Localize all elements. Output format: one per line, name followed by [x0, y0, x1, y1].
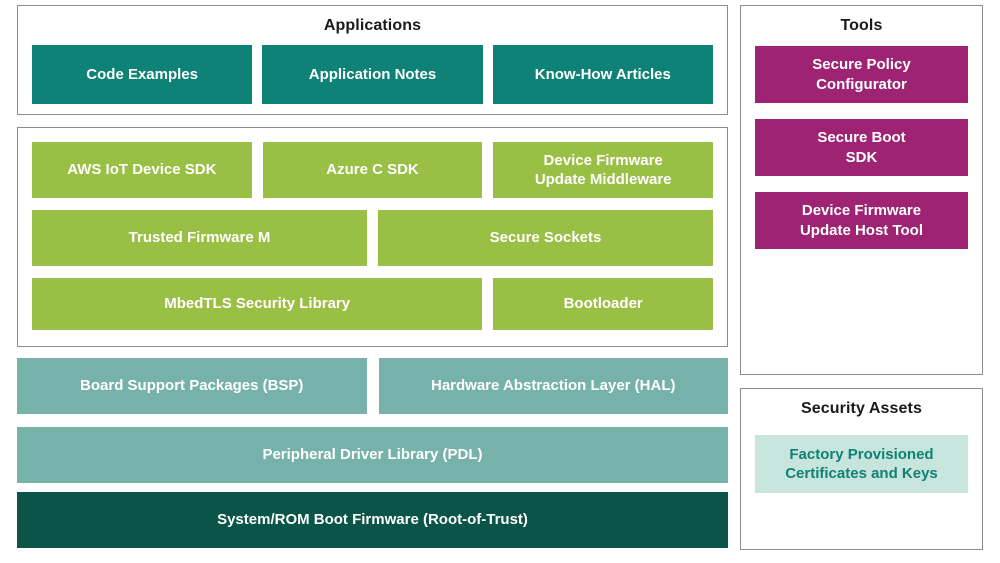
security-assets-title: Security Assets — [801, 400, 922, 417]
block-azure-c-sdk: Azure C SDK — [262, 142, 483, 198]
block-board-support-packages: Board Support Packages (BSP) — [17, 358, 367, 414]
block-know-how-articles: Know-How Articles — [492, 45, 713, 104]
middleware-panel: AWS IoT Device SDK Azure C SDK Device Fi… — [17, 127, 728, 347]
block-secure-sockets: Secure Sockets — [378, 210, 713, 266]
block-device-firmware-update-middleware: Device Firmware Update Middleware — [493, 142, 713, 198]
block-mbedtls-security-library: MbedTLS Security Library — [32, 278, 483, 330]
tools-panel: Tools Secure Policy Configurator Secure … — [740, 5, 983, 375]
block-bootloader: Bootloader — [493, 278, 713, 330]
block-application-notes: Application Notes — [262, 45, 483, 104]
tools-title: Tools — [840, 17, 883, 34]
block-secure-boot-sdk: Secure Boot SDK — [755, 119, 968, 176]
security-assets-stack: Factory Provisioned Certificates and Key… — [755, 435, 968, 493]
block-trusted-firmware-m: Trusted Firmware M — [32, 210, 367, 266]
block-hardware-abstraction-layer: Hardware Abstraction Layer (HAL) — [378, 358, 728, 414]
security-assets-panel: Security Assets Factory Provisioned Cert… — [740, 388, 983, 550]
block-secure-policy-configurator: Secure Policy Configurator — [755, 46, 968, 103]
block-system-rom-boot-firmware: System/ROM Boot Firmware (Root-of-Trust) — [17, 492, 728, 548]
block-aws-iot-device-sdk: AWS IoT Device SDK — [32, 142, 252, 198]
applications-title: Applications — [323, 17, 422, 34]
applications-panel: Applications Code Examples Application N… — [17, 5, 728, 115]
applications-row: Code Examples Application Notes Know-How… — [32, 45, 713, 104]
root-of-trust-row: System/ROM Boot Firmware (Root-of-Trust) — [17, 492, 728, 548]
block-peripheral-driver-library: Peripheral Driver Library (PDL) — [17, 427, 728, 483]
middleware-grid: AWS IoT Device SDK Azure C SDK Device Fi… — [32, 142, 713, 330]
pdl-row: Peripheral Driver Library (PDL) — [17, 427, 728, 483]
block-code-examples: Code Examples — [32, 45, 253, 104]
tools-stack: Secure Policy Configurator Secure Boot S… — [755, 46, 968, 249]
bsp-hal-row: Board Support Packages (BSP) Hardware Ab… — [17, 358, 728, 414]
block-device-firmware-update-host-tool: Device Firmware Update Host Tool — [755, 192, 968, 249]
block-factory-provisioned-certificates: Factory Provisioned Certificates and Key… — [755, 435, 968, 493]
